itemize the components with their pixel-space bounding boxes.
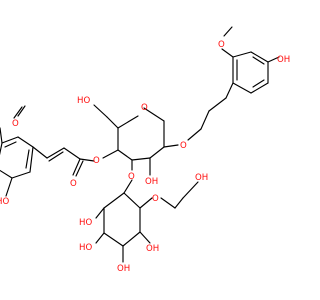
- bond: [79, 158, 95, 162]
- bond: [208, 97, 227, 112]
- bond: [0, 169, 13, 179]
- bond: [200, 110, 210, 130]
- bond: [95, 207, 105, 219]
- bond: [117, 149, 133, 161]
- bond: [163, 144, 179, 148]
- bond: [13, 106, 23, 119]
- bond: [182, 181, 199, 199]
- bond: [117, 115, 139, 129]
- carbonyl-double-bond: [75, 160, 84, 177]
- bond: [93, 104, 108, 118]
- double-bond-inner: [252, 56, 265, 65]
- bond: [131, 157, 151, 161]
- molecule-structure-canvas: O OH O O HO O O O HO OH O O OH HO HO OH …: [0, 26, 291, 274]
- bond: [232, 82, 252, 94]
- bond-network: [0, 26, 280, 263]
- atom-label-sugar2-oh-a: HO: [79, 218, 92, 228]
- bond: [0, 142, 3, 156]
- atom-label-methoxy-o: O: [218, 40, 225, 50]
- alkene-double-bond: [48, 151, 64, 162]
- atom-label-glycosidic-o: O: [128, 172, 135, 182]
- bond: [225, 82, 234, 99]
- bond: [29, 146, 34, 173]
- bond: [123, 192, 141, 209]
- bond: [11, 171, 31, 179]
- atom-label-left-oh: HO: [0, 197, 9, 207]
- bond: [46, 147, 65, 159]
- atom-label-sugar2-ch2oh: OH: [195, 173, 208, 183]
- atom-label-carbonyl-o: O: [70, 179, 77, 189]
- bond: [102, 149, 119, 159]
- bond: [32, 146, 48, 159]
- atom-label-c2-oh: OH: [145, 177, 158, 187]
- atom-label-top-oh: OH: [277, 55, 290, 65]
- bond: [72, 158, 81, 176]
- bond: [149, 146, 165, 159]
- bond: [223, 26, 233, 37]
- bond: [160, 197, 176, 209]
- atom-label-sugar2-oh-b: HO: [79, 243, 92, 253]
- double-bond-inner: [252, 79, 265, 88]
- bond: [106, 116, 119, 129]
- bond: [221, 48, 234, 58]
- bond: [143, 107, 165, 122]
- bond: [103, 192, 125, 209]
- bond: [122, 231, 141, 247]
- bond: [267, 56, 280, 63]
- atom-label-ring-o: O: [141, 103, 148, 113]
- bond: [250, 51, 269, 63]
- bond: [187, 128, 202, 141]
- double-bond-inner: [4, 141, 17, 148]
- atom-label-sugar2-oh-c: OH: [117, 264, 130, 274]
- bond: [1, 136, 19, 144]
- atom-labels: O OH O O HO O O O HO OH O O OH HO HO OH …: [0, 40, 290, 274]
- bond: [17, 136, 34, 148]
- atom-label-ester-o: O: [93, 156, 100, 166]
- bond: [0, 127, 3, 144]
- bond: [139, 197, 153, 209]
- chemical-structure-drawing: O OH O O HO O O O HO OH O O OH HO HO OH …: [0, 26, 290, 274]
- bond: [17, 105, 26, 117]
- bond: [232, 51, 252, 58]
- double-bond-inner: [25, 149, 30, 169]
- bond: [103, 232, 124, 247]
- bond: [63, 147, 81, 160]
- atom-label-ethoxy-o: O: [180, 141, 187, 151]
- atom-label-ch2oh: HO: [77, 96, 90, 106]
- bond: [95, 232, 105, 244]
- bond: [139, 231, 151, 244]
- atom-label-sugar2-ring-o: O: [152, 194, 159, 204]
- bond: [123, 179, 133, 194]
- bond: [5, 177, 13, 197]
- atom-label-sugar2-oh-d: OH: [146, 244, 159, 254]
- bond: [174, 197, 184, 209]
- bond: [250, 82, 269, 94]
- atom-label-left-methoxy-o: O: [12, 119, 19, 129]
